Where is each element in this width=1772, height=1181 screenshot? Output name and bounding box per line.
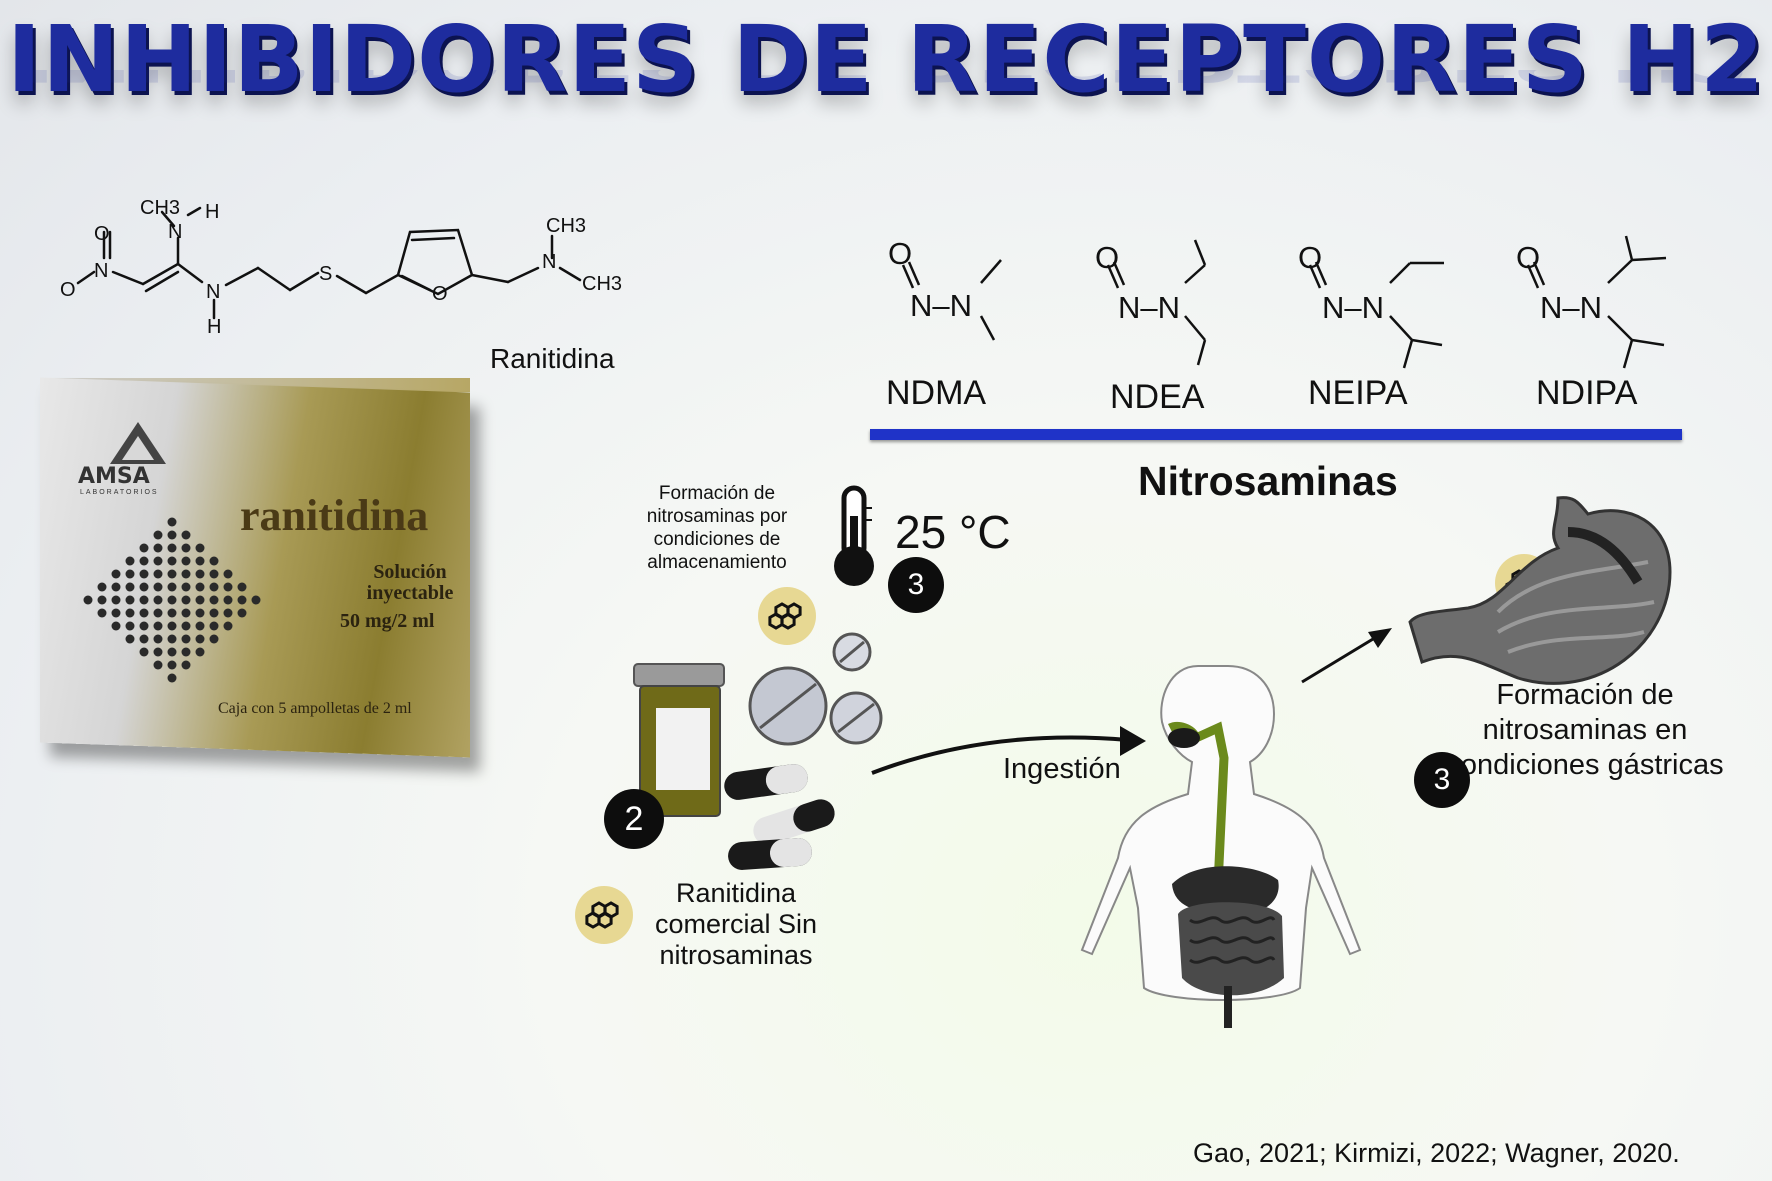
nitrosamines-title: Nitrosaminas [1138,458,1398,504]
capsules-icon [724,764,835,870]
box-product-name: ranitidina [240,491,429,540]
compound-ndea: NDEA [1110,378,1205,416]
stomach-icon [1408,496,1672,685]
human-body-icon [1080,665,1362,1028]
ndea-atom-nn: N–N [1118,290,1180,325]
box-brand-logo: AMSA [78,464,150,489]
tablets-icon [748,632,883,746]
box-dose: 50 mg/2 ml [340,610,435,632]
neipa-atom-nn: N–N [1322,290,1384,325]
compound-ndipa: NDIPA [1536,374,1638,412]
commercial-label: Ranitidina comercial Sin nitrosaminas [654,878,818,970]
ndma-atom-o: O [888,236,912,271]
atom-n-right: N [542,251,556,273]
atom-o-minus: O [60,279,76,301]
atom-h-top: H [205,201,219,223]
storage-temperature: 25 °C [895,506,1011,558]
amsa-logo-icon [110,422,166,464]
atom-ch3-top: CH3 [140,197,180,219]
atom-o-ring: O [432,283,448,305]
ingestion-label: Ingestión [1003,753,1121,785]
box-lab-text: LABORATORIOS [80,489,159,496]
thermometer-icon [834,485,874,586]
section-separator [870,429,1682,440]
gastric-label: Formación de nitrosaminas en condiciones… [1446,679,1724,781]
gastric-badge: 3 [1414,752,1470,808]
page-title: INHIBIDORES DE RECEPTORES H2 [6,6,1766,113]
atom-ch3-right-top: CH3 [546,215,586,237]
atom-n-nitro: N [94,260,108,282]
box-form: Solución inyectable [366,561,454,604]
compound-neipa: NEIPA [1308,374,1408,412]
atom-ch3-right: CH3 [582,273,622,295]
storage-badge: 3 [888,557,944,613]
ranitidine-name: Ranitidina [490,343,615,374]
title-reflection: INHIBIDORES DE RECEPTORES H2 [0,70,1772,92]
commercial-badge: 2 [604,789,664,849]
molecule-icon-commercial [575,886,633,944]
atom-h-bottom: H [207,316,221,338]
ndipa-atom-o: O [1516,240,1540,275]
box-count: Caja con 5 ampolletas de 2 ml [218,700,412,717]
ndma-atom-nn: N–N [910,288,972,323]
ndea-atom-o: O [1095,240,1119,275]
atom-n-mid: N [206,281,220,303]
atom-n-top: N [168,221,182,243]
compound-ndma: NDMA [886,374,987,412]
storage-note: Formación de nitrosaminas por condicione… [646,483,788,573]
ndipa-atom-nn: N–N [1540,290,1602,325]
pill-bottle-icon [633,663,725,817]
neipa-atom-o: O [1298,240,1322,275]
box-dot-pattern [83,517,261,683]
atom-s: S [319,263,332,285]
citation: Gao, 2021; Kirmizi, 2022; Wagner, 2020. [1193,1138,1680,1168]
molecule-icon-storage [758,587,816,645]
atom-o-nitro: O [94,223,110,245]
